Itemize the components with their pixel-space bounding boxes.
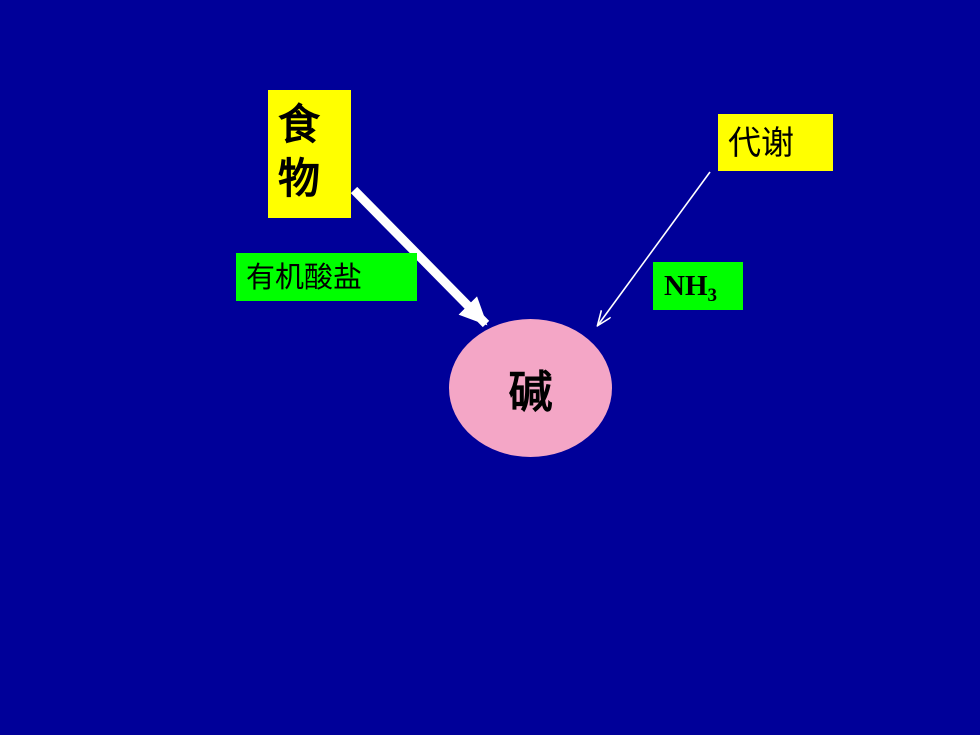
base-ellipse: 碱 xyxy=(449,319,612,457)
nh3-box: NH3 xyxy=(653,262,743,310)
food-label-line2: 物 xyxy=(278,154,321,203)
organic-acid-salt-box: 有机酸盐 xyxy=(236,253,417,301)
nh3-subscript: 3 xyxy=(707,285,718,306)
metabolism-box: 代谢 xyxy=(718,114,833,171)
food-box: 食 物 xyxy=(268,90,351,218)
metabolism-label: 代谢 xyxy=(728,123,794,162)
nh3-label: NH xyxy=(664,270,708,302)
food-to-base-arrow xyxy=(350,186,490,328)
organic-acid-salt-label: 有机酸盐 xyxy=(246,260,363,294)
food-label-line1: 食 xyxy=(278,100,321,149)
base-label: 碱 xyxy=(508,367,553,418)
metabolism-to-base-arrow xyxy=(598,171,711,325)
